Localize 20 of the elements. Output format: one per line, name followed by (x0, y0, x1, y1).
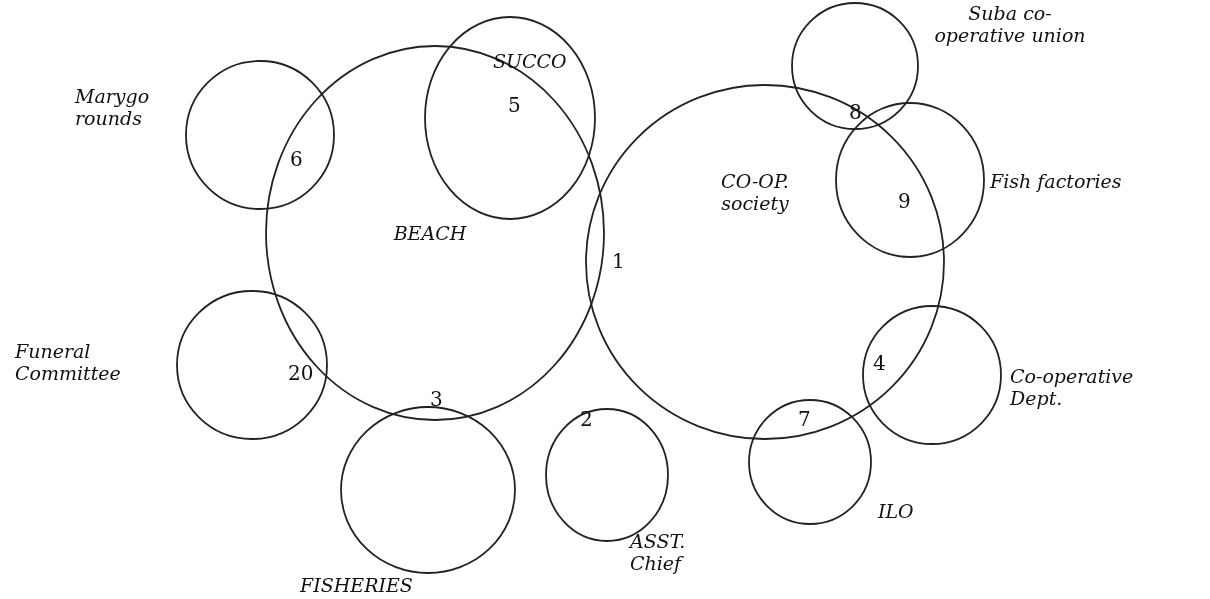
circle-label: FISHERIES (300, 574, 414, 596)
circle-label: Funeral Committee (15, 340, 122, 384)
region-number: 7 (798, 408, 811, 430)
circle-label: Co-operative Dept. (1010, 365, 1135, 409)
region-number: 2 (580, 408, 593, 430)
region-number: 4 (873, 352, 886, 374)
circle-label: Fish factories (990, 170, 1123, 192)
circle-label: Marygo rounds (75, 85, 151, 129)
circle-label: CO-OP. society (720, 170, 790, 214)
region-number: 20 (288, 362, 314, 384)
region-number: 6 (290, 148, 303, 170)
circle-label: Suba co-operative union (933, 2, 1087, 46)
circle-label: BEACH (392, 222, 468, 244)
circle-label: ILO (878, 500, 915, 522)
region-number: 5 (508, 94, 521, 116)
region-number: 9 (898, 190, 911, 212)
circle-node (424, 16, 596, 220)
region-number: 3 (430, 388, 443, 410)
circle-label: ASST. Chief (630, 530, 687, 574)
region-number: 1 (612, 250, 625, 272)
